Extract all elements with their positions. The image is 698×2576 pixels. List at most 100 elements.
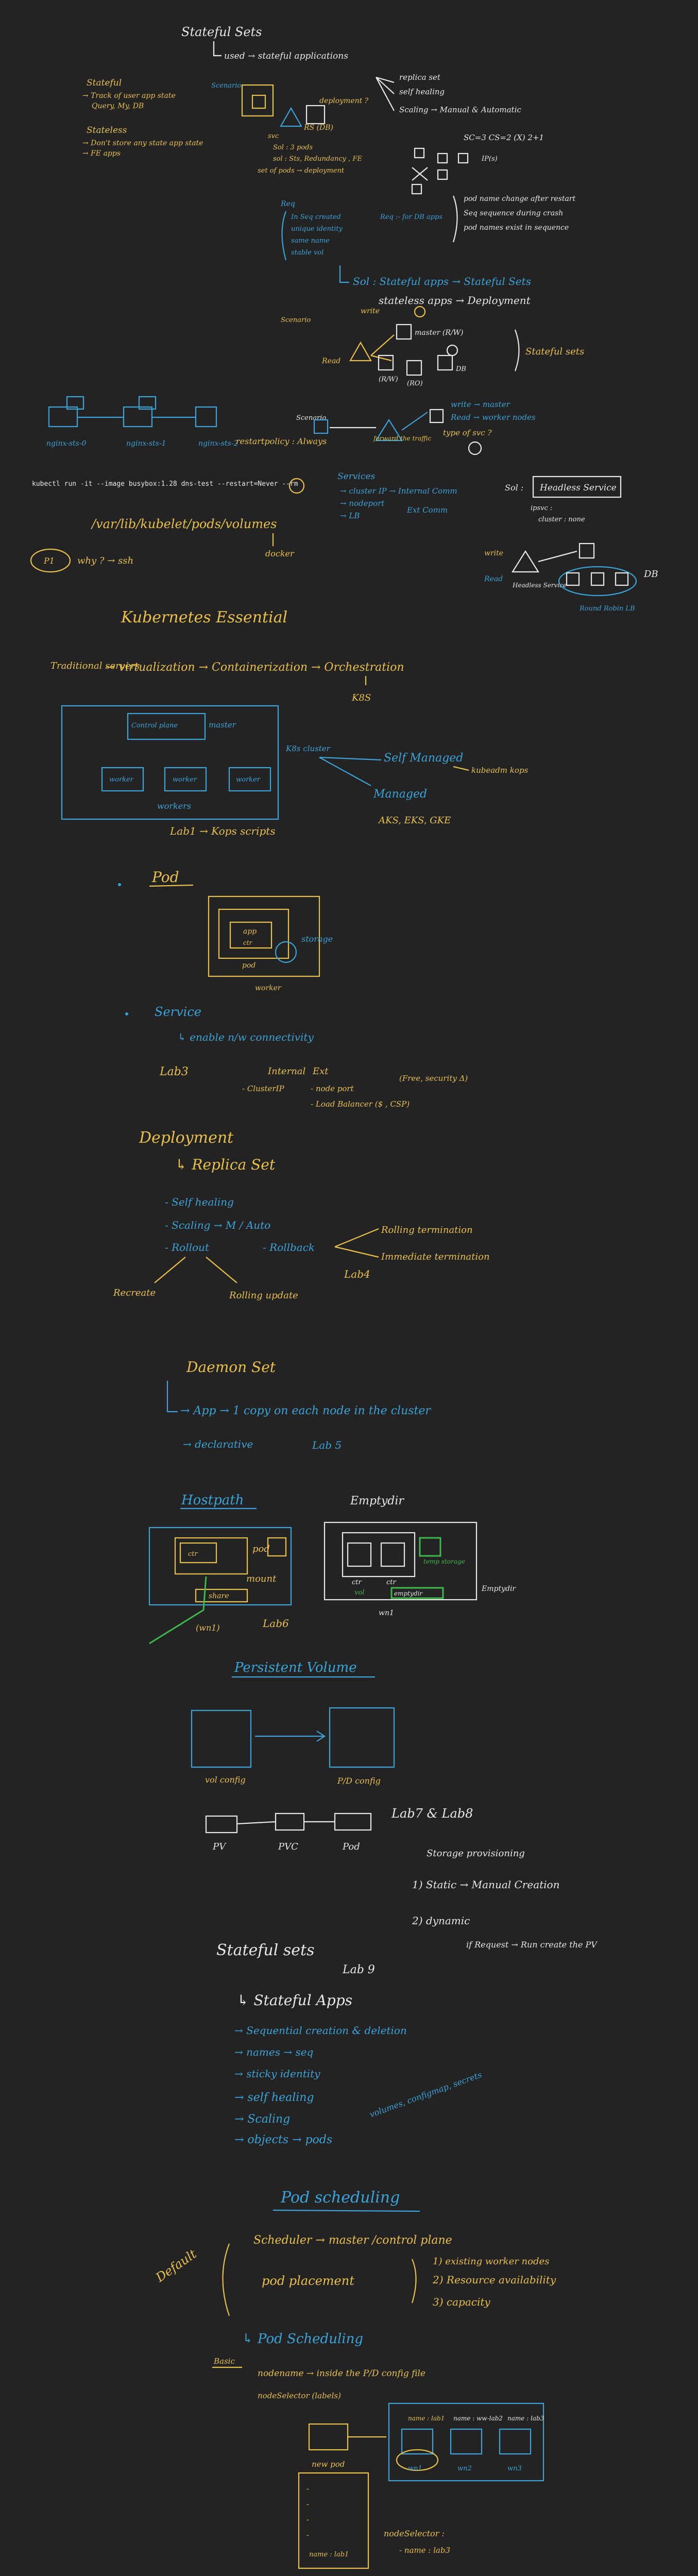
label-static: 1) Static → Manual Creation: [412, 1878, 559, 1891]
label-daemon-copy: → App → 1 copy on each node in the clust…: [180, 1404, 431, 1417]
label-forward: forward the traffic: [373, 435, 432, 442]
pod-box-3: [429, 409, 444, 423]
label-restart-policy: restartpolicy : Always: [236, 436, 327, 446]
label-lab1: Lab1 → Kops scripts: [169, 825, 276, 837]
label-nodeport: - node port: [311, 1084, 354, 1093]
label-pd-config: P/D config: [337, 1776, 381, 1786]
underline-scheduling: [273, 2209, 420, 2212]
emptydir-ctr-1: [347, 1542, 372, 1567]
item-scaling: - Scaling → M / Auto: [165, 1219, 270, 1231]
section-daemon-set: Daemon Set → App → 1 copy on each node i…: [166, 1359, 431, 1451]
item-self-healing-2: → self healing: [234, 2091, 314, 2104]
node-box-1: [123, 406, 153, 428]
heading-deployment: Deployment: [139, 1129, 234, 1147]
label-nginx-2: nginx-sts-2: [198, 439, 239, 448]
label-services: Services: [337, 471, 375, 482]
label-recreate: Recreate: [113, 1287, 156, 1298]
heading-emptydir: Emptydir: [350, 1495, 404, 1507]
item-rollback: - Rollback: [263, 1241, 315, 1253]
arrow-kubeadm: [453, 766, 469, 771]
req-2: unique identity: [291, 225, 343, 233]
note-stateful-1: → Track of user app state: [82, 92, 176, 100]
svc-triangle-3: [375, 418, 403, 442]
box-ctr: [251, 94, 266, 109]
ip-box-5: [411, 183, 422, 195]
label-free-security: (Free, security Δ): [399, 1074, 468, 1083]
cluster-branches: [319, 756, 382, 786]
item-objects: → objects → pods: [234, 2133, 332, 2146]
svc-nodeport: → nodeport: [340, 499, 385, 508]
rollout-branches: [154, 1257, 237, 1283]
label-self-managed: Self Managed: [384, 752, 463, 765]
brace-req: [281, 211, 287, 261]
criteria-1: 1) existing worker nodes: [433, 2256, 549, 2267]
hostpath-ctr-box: [179, 1542, 217, 1564]
node-box-0: [48, 406, 78, 428]
label-db-2: DB: [643, 569, 658, 580]
label-deployment: deployment ?: [319, 97, 369, 105]
label-evolution: → virtualization → Containerization → Or…: [106, 661, 404, 674]
label-lab1-node: name : lab1: [408, 2415, 445, 2422]
label-control-plane: Control plane: [131, 722, 178, 730]
label-pod-pv: Pod: [342, 1841, 360, 1852]
note-sol-sts: sol : Sts, Redundancy , FE: [273, 155, 362, 163]
label-nodeselector-2: nodeSelector :: [384, 2529, 445, 2538]
dash-2: -: [307, 2500, 309, 2509]
badge-1: [414, 306, 426, 318]
label-ext: Ext: [312, 1066, 329, 1077]
label-lab4: Lab4: [344, 1268, 370, 1280]
pod-box-rw: [378, 354, 394, 371]
label-dynamic-2: if Request → Run create the PV: [466, 1940, 598, 1950]
label-wn1-sched: wn1: [408, 2465, 422, 2472]
dash-1: -: [307, 2485, 309, 2493]
label-scaling: Scaling → Manual & Automatic: [399, 105, 521, 114]
brace-criteria: [411, 2259, 417, 2303]
label-scheduler: Scheduler → master /control plane: [253, 2234, 452, 2247]
wn2-box: [450, 2428, 483, 2455]
box-headless-service: [532, 476, 622, 498]
label-pod-scheduling-sub: ↳ Pod Scheduling: [242, 2331, 363, 2347]
share-box: [195, 1588, 248, 1603]
section-kubernetes-essential: Kubernetes Essential Traditional servers…: [50, 608, 528, 837]
new-pod-box: [308, 2423, 349, 2451]
label-k8s: K8S: [351, 692, 371, 703]
node-box-0b: [66, 396, 84, 410]
item-sticky: → sticky identity: [234, 2067, 320, 2080]
heading-pod-scheduling: Pod scheduling: [280, 2189, 400, 2207]
ip-box-1: [414, 147, 425, 159]
section-service: Service ↳ enable n/w connectivity Lab3 I…: [125, 1005, 468, 1109]
ip-box-2: [437, 152, 448, 164]
section-stateful-sets: Stateful sets Lab 9 ↳ Stateful Apps → Se…: [216, 1941, 483, 2146]
label-stateful-sets: Stateful sets: [525, 346, 584, 357]
label-pv: PV: [212, 1841, 227, 1852]
label-write-master: write → master: [451, 400, 510, 409]
master-pod: [578, 543, 595, 559]
svc-arrow: [401, 412, 428, 431]
label-replica-set-2: ↳ Replica Set: [175, 1156, 276, 1173]
label-ctr-3: ctr: [386, 1579, 397, 1586]
label-rolling-update: Rolling update: [229, 1290, 298, 1301]
label-why-ssh: why ? → ssh: [77, 555, 133, 566]
label-sol-headless: Sol :: [505, 483, 523, 493]
label-nginx-1: nginx-sts-1: [126, 439, 166, 448]
pv-arrow: [255, 1731, 326, 1742]
label-emptydir-2: emptydir: [394, 1590, 423, 1597]
label-ctr-2: ctr: [352, 1579, 362, 1586]
dash-4: -: [307, 2531, 309, 2539]
label-nginx-0: nginx-sts-0: [46, 439, 87, 448]
pod-inner-box: [218, 908, 290, 959]
rollback-branches: [334, 1228, 379, 1258]
headless-triangle: [512, 550, 539, 573]
note-sol-3-pods: Sol : 3 pods: [273, 144, 313, 151]
label-volumes-extra: volumes, configmap, secrets: [368, 2070, 483, 2120]
label-traditional: Traditional servers: [50, 660, 140, 671]
daemon-bracket: [166, 1381, 178, 1413]
heading-hostpath: Hostpath: [181, 1493, 244, 1508]
label-vol: vol: [354, 1589, 364, 1597]
label-worker-2: worker: [173, 776, 197, 784]
label-read: Read: [321, 357, 341, 365]
label-wn1-2: wn1: [379, 1609, 394, 1617]
label-kubeadm: kubeadm kops: [471, 766, 528, 775]
heading-persistent-volume: Persistent Volume: [234, 1660, 357, 1675]
